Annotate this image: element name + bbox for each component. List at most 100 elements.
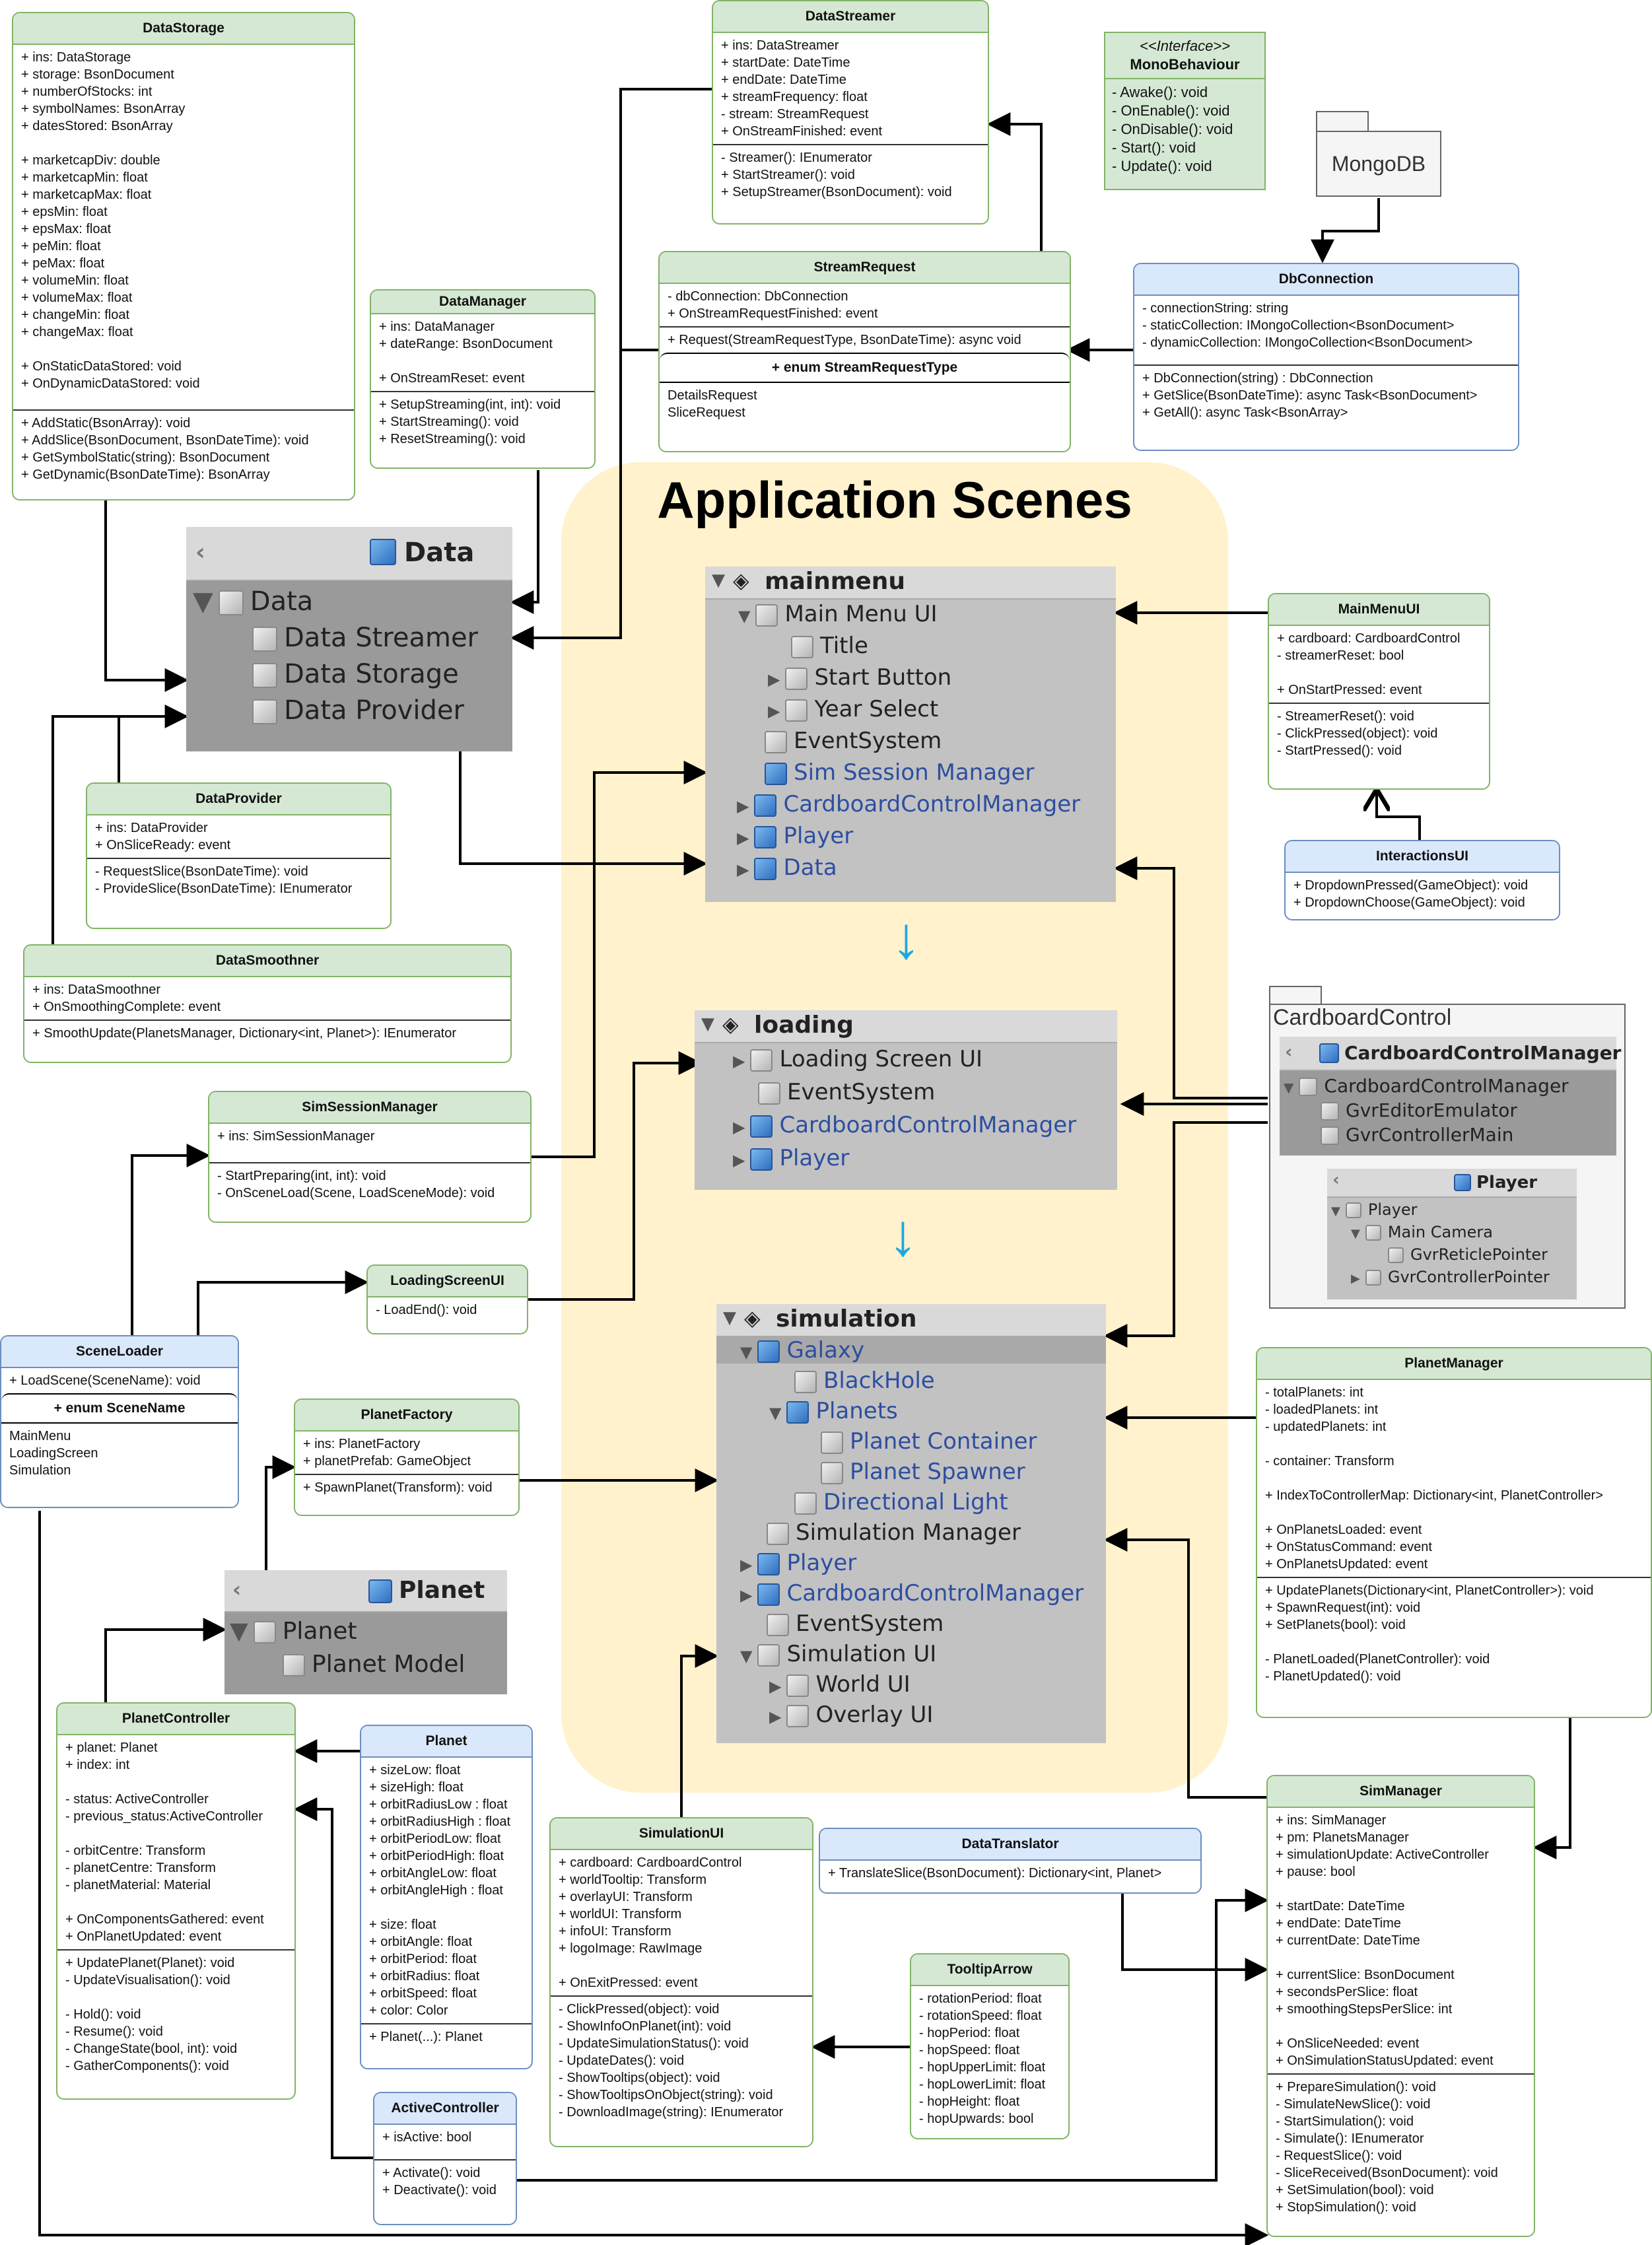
collapse-triangle-icon[interactable]: ▶ bbox=[737, 829, 749, 847]
back-chevron-icon[interactable]: ‹ bbox=[195, 539, 205, 566]
collapse-triangle-icon[interactable]: ▶ bbox=[733, 1118, 745, 1136]
hierarchy-row[interactable]: ▼Player bbox=[1331, 1200, 1418, 1219]
hierarchy-row[interactable]: ▼Main Camera bbox=[1351, 1223, 1493, 1241]
class-fields: - totalPlanets: int - loadedPlanets: int… bbox=[1257, 1380, 1651, 1578]
hierarchy-row[interactable]: ▼Planet bbox=[230, 1618, 357, 1645]
collapse-triangle-icon[interactable]: ▶ bbox=[733, 1052, 745, 1070]
hierarchy-row[interactable]: GvrControllerMain bbox=[1321, 1124, 1513, 1146]
class-fields: - connectionString: string - staticColle… bbox=[1134, 296, 1518, 366]
hierarchy-row[interactable]: Sim Session Manager bbox=[765, 759, 1035, 786]
cube-icon bbox=[767, 1522, 789, 1545]
hierarchy-row-selected[interactable]: ▼Galaxy bbox=[716, 1337, 1106, 1364]
class-sceneloader: SceneLoader + LoadScene(SceneName): void… bbox=[0, 1335, 239, 1508]
hierarchy-row[interactable]: GvrEditorEmulator bbox=[1321, 1099, 1517, 1121]
collapse-triangle-icon[interactable]: ▶ bbox=[769, 1677, 782, 1696]
hierarchy-row[interactable]: ▶CardboardControlManager bbox=[733, 1112, 1077, 1138]
hierarchy-row[interactable]: EventSystem bbox=[767, 1610, 944, 1637]
hierarchy-row[interactable]: ▶Player bbox=[733, 1145, 850, 1171]
class-methods: + SpawnPlanet(Transform): void bbox=[303, 1480, 493, 1495]
hierarchy-row[interactable]: Directional Light bbox=[794, 1489, 1008, 1515]
hierarchy-row[interactable]: ▶CardboardControlManager bbox=[737, 791, 1081, 817]
expand-triangle-icon[interactable]: ▼ bbox=[738, 607, 751, 625]
expand-triangle-icon[interactable]: ▼ bbox=[230, 1618, 248, 1645]
hierarchy-row[interactable]: ▶Data bbox=[737, 854, 837, 881]
expand-triangle-icon[interactable]: ▼ bbox=[723, 1308, 736, 1328]
expand-triangle-icon[interactable]: ▼ bbox=[769, 1404, 782, 1422]
class-methods: + TranslateSlice(BsonDocument): Dictiona… bbox=[828, 1866, 1162, 1881]
class-methods: + SetupStreaming(int, int): void + Start… bbox=[379, 397, 561, 446]
hierarchy-row[interactable]: BlackHole bbox=[794, 1367, 935, 1394]
cube-icon bbox=[754, 857, 777, 880]
class-activecontroller: ActiveController + isActive: bool + Acti… bbox=[373, 2092, 517, 2225]
back-chevron-icon[interactable]: ‹ bbox=[1285, 1041, 1293, 1062]
prefab-title: Data bbox=[404, 537, 475, 568]
collapse-triangle-icon[interactable]: ▶ bbox=[737, 797, 749, 815]
hierarchy-row[interactable]: ▼Data bbox=[193, 586, 314, 617]
cube-icon bbox=[1321, 1102, 1339, 1121]
hierarchy-row[interactable]: ▶CardboardControlManager bbox=[740, 1580, 1084, 1606]
prefab-planet: ‹ Planet ▼Planet Planet Model bbox=[224, 1570, 507, 1694]
hierarchy-row[interactable]: ▶GvrControllerPointer bbox=[1351, 1268, 1550, 1286]
wire-controller-planetprefab bbox=[104, 1618, 227, 1702]
hierarchy-row[interactable]: Title bbox=[791, 633, 868, 659]
wire-simui-simulation bbox=[680, 1644, 719, 1817]
hierarchy-row[interactable]: Data Streamer bbox=[252, 623, 478, 653]
hierarchy-row[interactable]: ▶Overlay UI bbox=[769, 1702, 934, 1728]
back-chevron-icon[interactable]: ‹ bbox=[1332, 1170, 1340, 1190]
hierarchy-row[interactable]: Planet Container bbox=[821, 1428, 1037, 1455]
wire-cardboard-simulation bbox=[1103, 1121, 1268, 1348]
class-datasmoothner: DataSmoothner + ins: DataSmoothner + OnS… bbox=[23, 944, 512, 1063]
class-fields: - rotationPeriod: float - rotationSpeed:… bbox=[919, 1991, 1046, 2126]
expand-triangle-icon[interactable]: ▼ bbox=[712, 570, 725, 590]
collapse-triangle-icon[interactable]: ▶ bbox=[733, 1151, 745, 1169]
expand-triangle-icon[interactable]: ▼ bbox=[740, 1343, 753, 1362]
hierarchy-row[interactable]: EventSystem bbox=[758, 1079, 935, 1105]
class-methods: - Streamer(): IEnumerator + StartStreame… bbox=[721, 151, 952, 199]
back-chevron-icon[interactable]: ‹ bbox=[232, 1577, 242, 1602]
hierarchy-row[interactable]: ▼Simulation UI bbox=[740, 1641, 937, 1667]
expand-triangle-icon[interactable]: ▼ bbox=[1284, 1080, 1294, 1095]
cube-icon bbox=[370, 539, 396, 565]
expand-triangle-icon[interactable]: ▼ bbox=[193, 586, 213, 617]
wire-loadingui-loading bbox=[528, 1051, 703, 1301]
expand-triangle-icon[interactable]: ▼ bbox=[1351, 1227, 1360, 1241]
hierarchy-row[interactable]: ▶Start Button bbox=[768, 664, 952, 691]
hierarchy-row[interactable]: Data Provider bbox=[252, 695, 464, 726]
hierarchy-row[interactable]: ▶Player bbox=[737, 823, 854, 849]
collapse-triangle-icon[interactable]: ▶ bbox=[740, 1586, 753, 1605]
cube-icon bbox=[283, 1654, 305, 1676]
hierarchy-row[interactable]: ▼Main Menu UI bbox=[738, 601, 938, 627]
collapse-triangle-icon[interactable]: ▶ bbox=[768, 702, 780, 720]
hierarchy-row[interactable]: GvrReticlePointer bbox=[1388, 1245, 1548, 1264]
hierarchy-row[interactable]: Planet Model bbox=[283, 1651, 465, 1678]
wire-streamrequest-streamer bbox=[986, 112, 1043, 251]
hierarchy-row[interactable]: ▶Year Select bbox=[768, 696, 939, 722]
class-methods: + UpdatePlanets(Dictionary<int, PlanetCo… bbox=[1265, 1583, 1594, 1684]
hierarchy-row[interactable]: EventSystem bbox=[765, 728, 942, 754]
expand-triangle-icon[interactable]: ▼ bbox=[1331, 1204, 1340, 1218]
hierarchy-row[interactable]: Data Storage bbox=[252, 659, 459, 689]
cube-icon bbox=[786, 1674, 809, 1697]
class-tooltiparrow: TooltipArrow - rotationPeriod: float - r… bbox=[910, 1953, 1070, 2139]
collapse-triangle-icon[interactable]: ▶ bbox=[768, 670, 780, 689]
hierarchy-row[interactable]: ▶Loading Screen UI bbox=[733, 1046, 983, 1072]
hierarchy-row[interactable]: Planet Spawner bbox=[821, 1459, 1025, 1485]
hierarchy-row[interactable]: ▼Planets bbox=[769, 1398, 898, 1424]
hierarchy-row[interactable]: ▶Player bbox=[740, 1550, 857, 1576]
collapse-triangle-icon[interactable]: ▶ bbox=[769, 1708, 782, 1726]
hierarchy-row[interactable]: ▼CardboardControlManager bbox=[1284, 1075, 1569, 1097]
wire-mongo-db bbox=[1311, 198, 1380, 263]
class-mainmenuui: MainMenuUI + cardboard: CardboardControl… bbox=[1268, 593, 1490, 790]
collapse-triangle-icon[interactable]: ▶ bbox=[737, 860, 749, 879]
arrow-loading-to-simulation-icon: ↓ bbox=[888, 1202, 918, 1268]
collapse-triangle-icon[interactable]: ▶ bbox=[740, 1556, 753, 1574]
hierarchy-row[interactable]: ▶World UI bbox=[769, 1671, 911, 1698]
expand-triangle-icon[interactable]: ▼ bbox=[740, 1647, 753, 1665]
cube-icon bbox=[765, 730, 787, 753]
expand-triangle-icon[interactable]: ▼ bbox=[701, 1014, 714, 1034]
application-scenes-title: Application Scenes bbox=[657, 471, 1132, 529]
class-fields: + ins: DataProvider + OnSliceReady: even… bbox=[87, 815, 390, 859]
hierarchy-row[interactable]: Simulation Manager bbox=[767, 1519, 1021, 1546]
collapse-triangle-icon[interactable]: ▶ bbox=[1351, 1272, 1360, 1286]
